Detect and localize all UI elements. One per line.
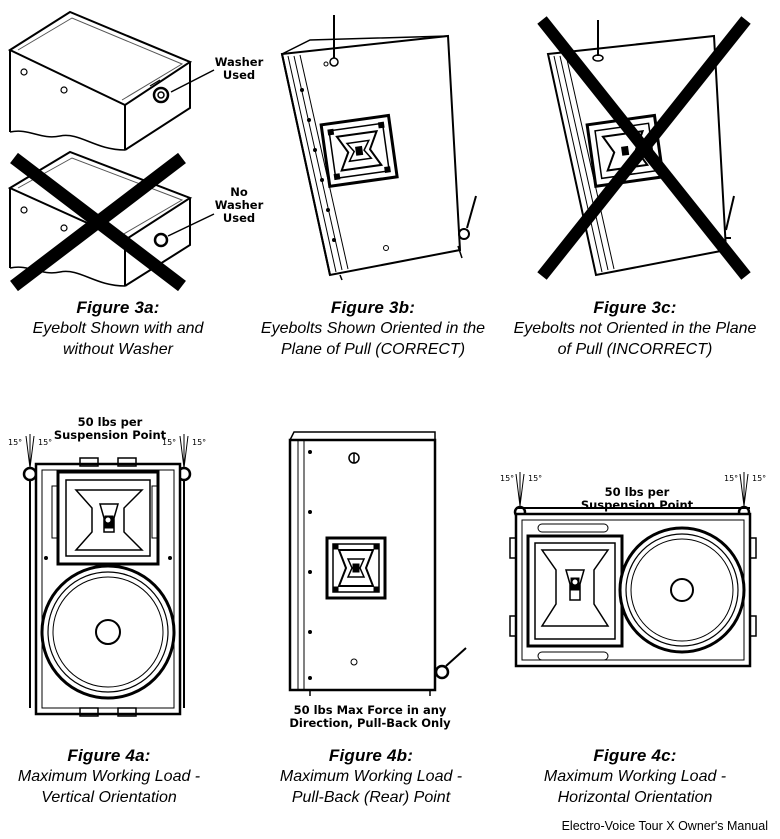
angle-label-right-outer: 15°: [724, 474, 739, 483]
figure-4b-caption: Figure 4b: Maximum Working Load - Pull-B…: [256, 746, 486, 808]
figure-3b-drawing: [280, 15, 477, 281]
figure-3b-caption: Figure 3b: Eyebolts Shown Oriented in th…: [250, 298, 496, 360]
figure-3b-title: Figure 3b:: [330, 298, 416, 317]
figure-4c-drawing: [509, 472, 757, 668]
figure-3c-title: Figure 3c:: [593, 298, 677, 317]
figure-4a-drawing: [22, 434, 192, 717]
angle-label-right-outer: 15°: [162, 438, 177, 447]
figure-4a-caption: Figure 4a: Maximum Working Load - Vertic…: [0, 746, 218, 808]
figure-3a-drawing: [7, 10, 215, 292]
angle-label-left-outer: 15°: [8, 438, 23, 447]
figure-3c-caption-line-2: of Pull (INCORRECT): [557, 341, 713, 358]
figure-3b-caption-line-2: Plane of Pull (CORRECT): [280, 341, 466, 358]
figure-4c-caption-line-1: Maximum Working Load -: [543, 768, 727, 785]
angle-label-right-inner: 15°: [192, 438, 207, 447]
figure-4a-illustration: 50 lbs per Suspension Point 15° 15° 15° …: [0, 408, 220, 718]
figure-4b-drawing: [288, 431, 467, 696]
figure-4c-illustration: 50 lbs per Suspension Point 15° 15° 15° …: [498, 466, 770, 686]
figure-3a-illustration: Washer Used No Washer Used: [0, 0, 263, 292]
figure-4b-load-callout: 50 lbs Max Force in any Direction, Pull-…: [289, 703, 451, 730]
figure-4c-load-callout: 50 lbs per Suspension Point: [580, 485, 694, 512]
no-washer-callout: No Washer Used: [214, 185, 264, 225]
angle-label-left-inner: 15°: [38, 438, 53, 447]
angle-label-left-inner: 15°: [528, 474, 543, 483]
angle-label-left-outer: 15°: [500, 474, 515, 483]
figure-4a-load-callout: 50 lbs per Suspension Point: [53, 415, 167, 442]
figure-4c-title: Figure 4c:: [593, 746, 677, 765]
figure-4a-caption-line-2: Vertical Orientation: [41, 789, 177, 806]
figure-3b-caption-line-1: Eyebolts Shown Oriented in the: [260, 320, 486, 337]
figure-3a-title: Figure 3a:: [76, 298, 160, 317]
figure-3c-caption-line-1: Eyebolts not Oriented in the Plane: [513, 320, 757, 337]
figure-3b-illustration: [260, 0, 500, 290]
angle-label-right-inner: 15°: [752, 474, 767, 483]
figure-4b-caption-line-1: Maximum Working Load -: [279, 768, 463, 785]
figure-3c-illustration: [520, 0, 770, 290]
figure-3a-caption: Figure 3a: Eyebolt Shown with and withou…: [0, 298, 236, 360]
figure-4a-title: Figure 4a:: [67, 746, 151, 765]
figure-4b-illustration: 50 lbs Max Force in any Direction, Pull-…: [270, 428, 490, 733]
figure-4b-title: Figure 4b:: [328, 746, 414, 765]
figure-3c-drawing: [537, 16, 751, 280]
manual-footer: Electro-Voice Tour X Owner's Manual: [561, 819, 768, 833]
figure-3a-caption-line-2: without Washer: [63, 341, 173, 358]
figure-3c-caption: Figure 3c: Eyebolts not Oriented in the …: [504, 298, 766, 360]
figure-4c-caption-line-2: Horizontal Orientation: [557, 789, 713, 806]
figure-4b-caption-line-2: Pull-Back (Rear) Point: [291, 789, 451, 806]
figure-4c-caption: Figure 4c: Maximum Working Load - Horizo…: [520, 746, 750, 808]
washer-used-callout: Washer Used: [214, 55, 264, 82]
figure-4a-caption-line-1: Maximum Working Load -: [17, 768, 201, 785]
figure-3a-caption-line-1: Eyebolt Shown with and: [32, 320, 204, 337]
